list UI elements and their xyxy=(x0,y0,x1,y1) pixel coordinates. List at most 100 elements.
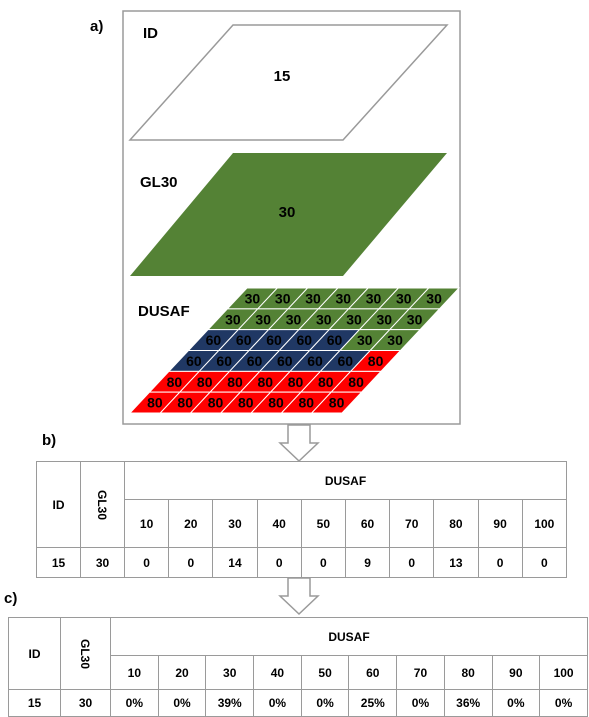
dusaf-cell-value: 80 xyxy=(238,395,254,411)
dusaf-cell-value: 30 xyxy=(357,332,373,348)
table-c-class-header: 90 xyxy=(491,655,541,690)
gl30-layer-label: GL30 xyxy=(140,174,178,191)
dusaf-cell-value: 60 xyxy=(186,353,202,369)
table-c-value-cell: 39% xyxy=(205,689,255,717)
dusaf-cell-value: 30 xyxy=(426,290,442,306)
table-b-class-header: 90 xyxy=(477,499,523,548)
dusaf-cell-value: 60 xyxy=(338,353,354,369)
table-b-class-header: 50 xyxy=(300,499,346,548)
table-b-value-cell: 0 xyxy=(256,547,302,578)
table-c-class-header: 80 xyxy=(443,655,493,690)
table-b-class-header: 100 xyxy=(521,499,568,548)
dusaf-cell-value: 80 xyxy=(299,395,315,411)
table-c-class-header: 50 xyxy=(300,655,350,690)
dusaf-cell-value: 30 xyxy=(336,290,352,306)
dusaf-cell-value: 60 xyxy=(277,353,293,369)
id-layer-label: ID xyxy=(143,25,158,42)
table-c-dusaf-header: DUSAF xyxy=(110,617,588,656)
table-b-value-cell: 14 xyxy=(212,547,258,578)
dusaf-cell-value: 60 xyxy=(247,353,263,369)
dusaf-cell-value: 30 xyxy=(366,290,382,306)
table-b-value-cell: 0 xyxy=(477,547,523,578)
table-b-value-cell: 0 xyxy=(389,547,435,578)
table-c-id-header: ID xyxy=(8,617,61,690)
table-c-gl30-header-text: GL30 xyxy=(78,638,93,669)
dusaf-cell-value: 60 xyxy=(266,332,282,348)
table-c: ID GL30 DUSAF 10 20 30 40 50 60 70 80 90… xyxy=(8,617,588,717)
table-c-class-header: 20 xyxy=(157,655,207,690)
table-c-value-cell: 0% xyxy=(110,689,159,717)
table-c-value-cell: 0% xyxy=(157,689,207,717)
dusaf-cell-value: 60 xyxy=(216,353,232,369)
id-layer-value: 15 xyxy=(274,68,291,85)
dusaf-cell-value: 80 xyxy=(258,374,274,390)
table-c-value-cell: 0% xyxy=(539,689,588,717)
dusaf-cell-value: 60 xyxy=(236,332,252,348)
table-b-value-cell: 0 xyxy=(521,547,568,578)
dusaf-cell-value: 30 xyxy=(396,290,412,306)
dusaf-cell-value: 80 xyxy=(177,395,193,411)
dusaf-cell-value: 30 xyxy=(407,311,423,327)
dusaf-cell-value: 80 xyxy=(167,374,183,390)
table-b-class-header: 70 xyxy=(389,499,435,548)
table-c-class-header: 10 xyxy=(110,655,159,690)
table-c-class-header: 100 xyxy=(539,655,588,690)
dusaf-cell-value: 30 xyxy=(346,311,362,327)
table-b-id-cell: 15 xyxy=(36,547,81,578)
table-b-class-header: 10 xyxy=(123,499,170,548)
arrow-b-to-c-icon xyxy=(278,577,320,616)
table-c-value-cell: 25% xyxy=(348,689,398,717)
dusaf-cell-value: 80 xyxy=(348,374,364,390)
dusaf-cell-value: 30 xyxy=(275,290,291,306)
dusaf-cell-value: 80 xyxy=(318,374,334,390)
table-b-value-cell: 9 xyxy=(344,547,391,578)
dusaf-cell-value: 60 xyxy=(297,332,313,348)
dusaf-cell-value: 30 xyxy=(316,311,332,327)
table-b-dusaf-header: DUSAF xyxy=(124,461,567,500)
dusaf-cell-value: 60 xyxy=(327,332,343,348)
table-b-value-cell: 13 xyxy=(433,547,479,578)
panel-a-label: a) xyxy=(90,18,104,35)
table-c-class-header: 60 xyxy=(348,655,398,690)
dusaf-cell-value: 80 xyxy=(227,374,243,390)
dusaf-cell-value: 60 xyxy=(206,332,222,348)
dusaf-cell-value: 80 xyxy=(197,374,213,390)
dusaf-cell-value: 80 xyxy=(147,395,163,411)
table-b-class-header: 20 xyxy=(168,499,214,548)
gl30-layer-parallelogram xyxy=(130,153,447,276)
table-b-value-cell: 0 xyxy=(123,547,170,578)
table-c-value-cell: 0% xyxy=(300,689,350,717)
table-b-class-header: 30 xyxy=(212,499,258,548)
table-b-class-header: 80 xyxy=(433,499,479,548)
gl30-layer-value: 30 xyxy=(279,204,296,221)
table-c-value-cell: 0% xyxy=(396,689,445,717)
table-c-value-cell: 0% xyxy=(253,689,302,717)
table-b-class-header: 60 xyxy=(344,499,391,548)
table-b-value-cell: 0 xyxy=(168,547,214,578)
id-layer-parallelogram xyxy=(128,24,449,141)
table-c-value-cell: 36% xyxy=(443,689,493,717)
dusaf-cell-value: 30 xyxy=(305,290,321,306)
table-c-value-cell: 0% xyxy=(491,689,541,717)
dusaf-cell-value: 80 xyxy=(208,395,224,411)
dusaf-layer-label: DUSAF xyxy=(138,303,190,320)
table-b: ID GL30 DUSAF 10 20 30 40 50 60 70 80 90… xyxy=(36,461,568,578)
table-c-data-row: 15 30 0% 0% 39% 0% 0% 25% 0% 36% 0% 0% xyxy=(8,689,588,717)
dusaf-cell-value: 30 xyxy=(286,311,302,327)
dusaf-cell-value: 80 xyxy=(329,395,345,411)
panel-c-label: c) xyxy=(4,590,18,607)
table-b-gl30-header: GL30 xyxy=(80,461,125,548)
arrow-a-to-b-icon xyxy=(278,424,320,463)
table-b-value-cell: 0 xyxy=(300,547,346,578)
dusaf-cell-value: 80 xyxy=(268,395,284,411)
dusaf-cell-value: 30 xyxy=(245,290,261,306)
table-b-id-header: ID xyxy=(36,461,81,548)
dusaf-cell-value: 80 xyxy=(368,353,384,369)
panel-b-label: b) xyxy=(42,432,57,449)
table-c-gl30-header: GL30 xyxy=(60,617,111,690)
dusaf-cell-value: 80 xyxy=(288,374,304,390)
table-b-data-row: 15 30 0 0 14 0 0 9 0 13 0 0 xyxy=(36,547,568,578)
table-b-class-header: 40 xyxy=(256,499,302,548)
